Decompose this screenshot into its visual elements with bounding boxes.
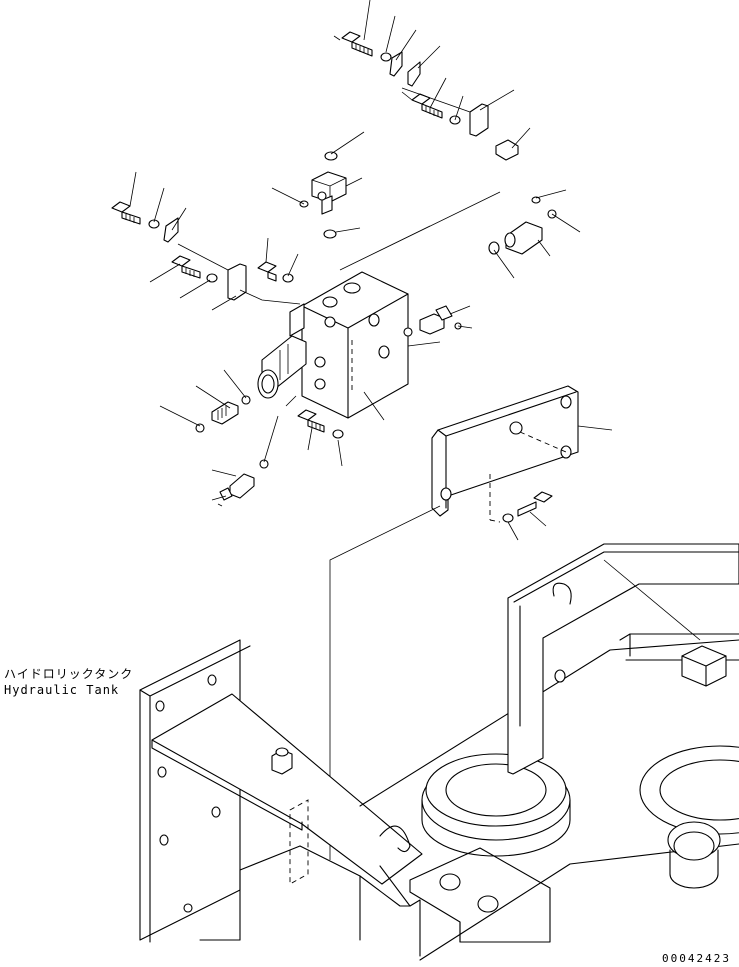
oring-sensor-1 bbox=[488, 241, 500, 255]
clamp-top-2 bbox=[407, 61, 421, 87]
clamp-left-2 bbox=[227, 263, 247, 301]
washer-top-1 bbox=[380, 52, 392, 62]
drawing-number: 00042423 bbox=[662, 952, 731, 965]
hydraulic-tank-label-en: Hydraulic Tank bbox=[4, 683, 120, 697]
strainer-port bbox=[639, 745, 739, 889]
solenoid bbox=[257, 303, 307, 399]
oring-fitting-left-2 bbox=[241, 395, 251, 405]
bolt-left-2 bbox=[171, 255, 201, 279]
bolt-top-1 bbox=[341, 31, 373, 57]
fitting-left-1 bbox=[211, 401, 239, 425]
oring-fitting-left-1 bbox=[195, 423, 205, 433]
spacer-top bbox=[495, 139, 519, 161]
left-fittings bbox=[159, 369, 297, 507]
hydraulic-tank-label-jp: ハイドロリックタンク bbox=[4, 667, 134, 681]
bolt-left-1 bbox=[111, 201, 141, 225]
washer-bracket bbox=[502, 513, 514, 523]
filler-port bbox=[421, 753, 571, 857]
oring-switch-top bbox=[324, 151, 338, 161]
oring-fitting-left-3 bbox=[259, 459, 269, 469]
left-bolt-group bbox=[111, 171, 301, 311]
valve-block bbox=[257, 191, 501, 421]
bolt-block-1 bbox=[297, 409, 325, 433]
bolt-top-2 bbox=[411, 93, 443, 119]
oring-elbow-2 bbox=[403, 327, 413, 337]
clamp-left-1 bbox=[163, 217, 179, 243]
elbow-right bbox=[419, 305, 453, 335]
sensor-box bbox=[681, 645, 727, 687]
washer-left-1 bbox=[148, 219, 160, 229]
pressure-switch bbox=[271, 131, 365, 239]
bolt-bracket bbox=[517, 491, 553, 517]
oring-sensor-2 bbox=[531, 196, 541, 204]
bracket-plate bbox=[329, 385, 613, 860]
sensor-right bbox=[488, 189, 581, 279]
oring-switch-bottom bbox=[323, 229, 337, 239]
block-bolts-lower bbox=[297, 409, 344, 467]
clamp-top-1 bbox=[389, 51, 403, 77]
hydraulic-tank bbox=[139, 543, 739, 961]
plug-left bbox=[257, 261, 277, 282]
washer-block-1 bbox=[332, 429, 344, 439]
top-bolt-group bbox=[333, 0, 531, 161]
right-fittings bbox=[403, 189, 581, 337]
clamp-top-3 bbox=[469, 103, 489, 137]
oring-left bbox=[282, 273, 294, 283]
